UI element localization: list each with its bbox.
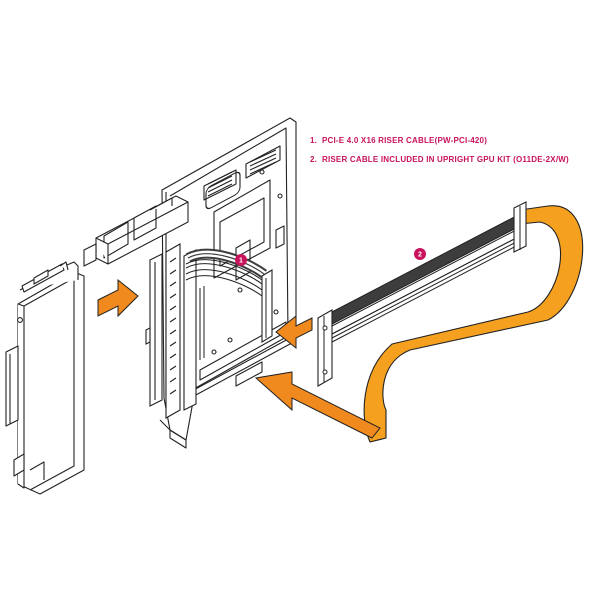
legend-item-2: 2. RISER CABLE INCLUDED IN UPRIGHT GPU K… bbox=[310, 155, 595, 165]
upright-riser-cable bbox=[317, 201, 584, 443]
gpu-bracket bbox=[83, 195, 189, 267]
insert-cable-arrow bbox=[275, 314, 313, 350]
callout-marker-2-label: 2 bbox=[418, 252, 422, 259]
legend-item-2-text: RISER CABLE INCLUDED IN UPRIGHT GPU KIT … bbox=[322, 155, 569, 164]
callout-marker-1: 1 bbox=[235, 254, 247, 266]
installed-riser-cable bbox=[185, 248, 273, 360]
parts-legend: 1. PCI-E 4.0 X16 RISER CABLE(PW-PCI-420)… bbox=[310, 136, 595, 174]
callout-marker-2: 2 bbox=[414, 248, 426, 260]
route-cable-arrow bbox=[254, 371, 381, 439]
insert-gpu-arrow bbox=[97, 278, 139, 318]
legend-item-1: 1. PCI-E 4.0 X16 RISER CABLE(PW-PCI-420) bbox=[310, 136, 595, 146]
graphics-card bbox=[5, 261, 85, 495]
legend-item-1-text: PCI-E 4.0 X16 RISER CABLE(PW-PCI-420) bbox=[322, 136, 488, 145]
callout-marker-1-label: 1 bbox=[239, 258, 243, 265]
legend-item-1-number: 1. bbox=[310, 136, 318, 145]
legend-item-2-number: 2. bbox=[310, 155, 318, 164]
slot-rails bbox=[145, 243, 197, 419]
